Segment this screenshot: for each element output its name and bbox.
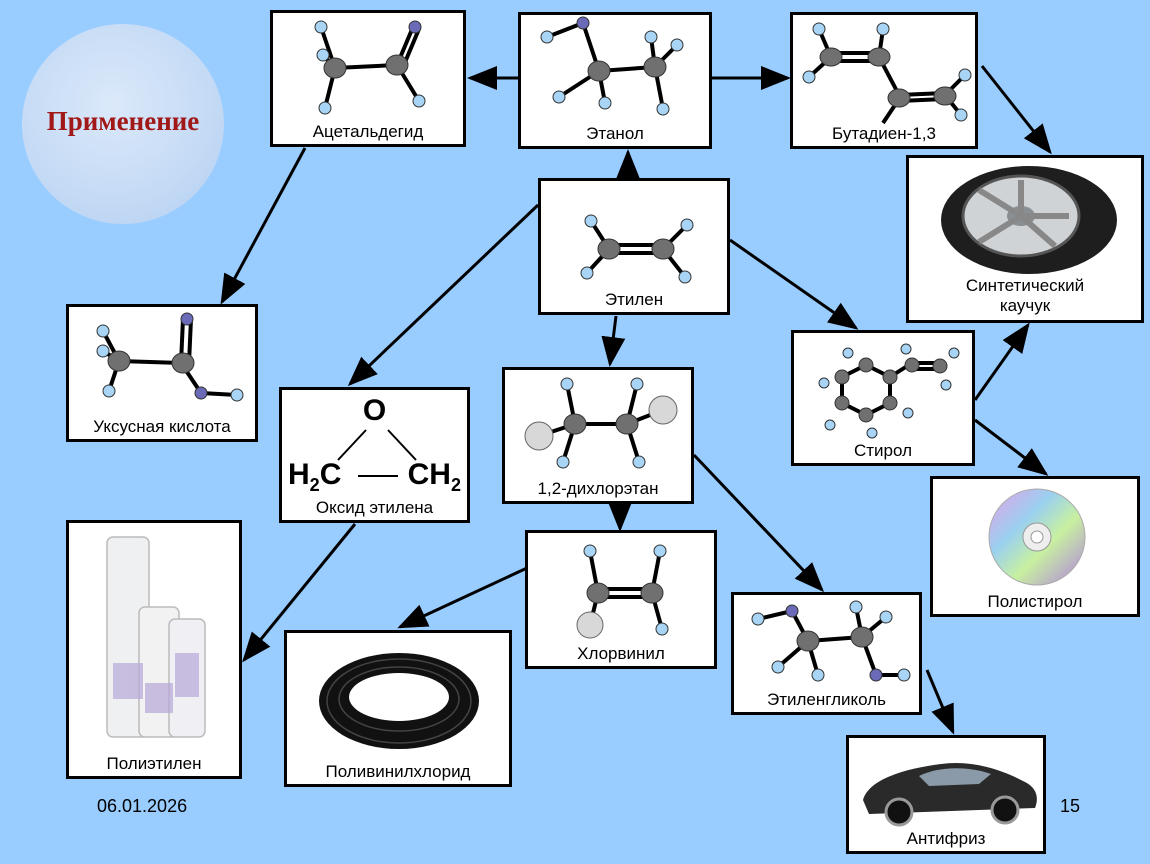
- ethylene-glycol-molecule-icon: [751, 600, 911, 682]
- ethylene-molecule-icon: [580, 214, 694, 284]
- arrow-ethylene-dichloroethane: [601, 315, 626, 367]
- title-circle: Применение: [22, 24, 224, 224]
- node-polystyrene: Полистирол: [930, 476, 1140, 617]
- label-butadiene: Бутадиен-1,3: [832, 124, 936, 143]
- cable-coil-image-icon: [319, 653, 479, 749]
- slide-date: 06.01.2026: [97, 796, 188, 816]
- formula-h2c: H2C: [288, 458, 342, 495]
- node-styrene: Стирол: [791, 330, 975, 466]
- arrow-glycol-antifreeze: [925, 669, 955, 735]
- node-rubber: Синтетический каучук: [906, 155, 1144, 323]
- tire-image-icon: [941, 166, 1117, 274]
- arrow-vinylchloride-pvc: [397, 566, 528, 629]
- formula-ch2: CH2: [407, 458, 461, 495]
- node-ethylene-glycol: Этиленгликоль: [731, 592, 922, 715]
- arrow-ethylene-styrene: [729, 238, 859, 330]
- label-dichloroethane: 1,2-дихлорэтан: [537, 479, 659, 498]
- cd-disc-image-icon: [988, 488, 1086, 586]
- node-antifreeze: Антифриз: [846, 735, 1046, 854]
- label-pvc: Поливинилхлорид: [325, 762, 471, 781]
- arrow-styrene-rubber: [973, 322, 1030, 401]
- label-rubber: Синтетический каучук: [965, 276, 1085, 315]
- vinyl-chloride-molecule-icon: [576, 544, 669, 639]
- label-ethylene-glycol: Этиленгликоль: [767, 690, 886, 709]
- node-ethanol: Этанол: [518, 12, 712, 149]
- label-styrene: Стирол: [853, 441, 912, 460]
- label-ethylene-oxide: Оксид этилена: [315, 498, 434, 517]
- label-polystyrene: Полистирол: [987, 592, 1083, 611]
- label-acetaldehyde: Ацетальдегид: [312, 122, 424, 141]
- label-vinyl-chloride: Хлорвинил: [577, 644, 665, 663]
- slide-number: 15: [1060, 796, 1081, 816]
- node-vinyl-chloride: Хлорвинил: [525, 530, 717, 669]
- arrow-butadiene-rubber: [980, 65, 1052, 155]
- node-butadiene: Бутадиен-1,3: [790, 12, 978, 149]
- arrow-acetaldehyde-acetic: [220, 147, 307, 305]
- arrow-ethylene-oxide: [347, 203, 540, 387]
- node-ethylene: Этилен: [538, 178, 730, 315]
- arrow-styrene-polystyrene: [974, 418, 1049, 476]
- ethanol-molecule-icon: [540, 16, 684, 116]
- film-rolls-image-icon: [106, 536, 206, 738]
- node-pvc: Поливинилхлорид: [284, 630, 512, 787]
- label-polyethylene: Полиэтилен: [106, 754, 202, 773]
- acetic-acid-molecule-icon: [96, 312, 244, 402]
- dichloroethane-molecule-icon: [524, 377, 678, 469]
- styrene-molecule-icon: [818, 343, 960, 439]
- label-antifreeze: Антифриз: [906, 829, 986, 848]
- node-ethylene-oxide: O H2C CH2 Оксид этилена: [279, 387, 470, 523]
- epoxide-ring-icon: [337, 429, 417, 477]
- slide-title: Применение: [46, 106, 200, 136]
- butadiene-molecule-icon: [802, 22, 972, 125]
- label-ethanol: Этанол: [586, 124, 644, 143]
- label-acetic-acid: Уксусная кислота: [93, 417, 231, 436]
- node-acetic-acid: Уксусная кислота: [66, 304, 258, 442]
- label-ethylene: Этилен: [604, 290, 664, 309]
- node-polyethylene: Полиэтилен: [66, 520, 242, 779]
- acetaldehyde-molecule-icon: [314, 20, 426, 115]
- formula-oxygen: O: [362, 394, 387, 427]
- arrow-dichloroethane-glycol: [692, 453, 825, 593]
- arrow-oxide-polyethylene: [242, 523, 357, 663]
- node-dichloroethane: 1,2-дихлорэтан: [502, 367, 694, 504]
- car-image-icon: [863, 762, 1037, 827]
- node-acetaldehyde: Ацетальдегид: [270, 10, 466, 147]
